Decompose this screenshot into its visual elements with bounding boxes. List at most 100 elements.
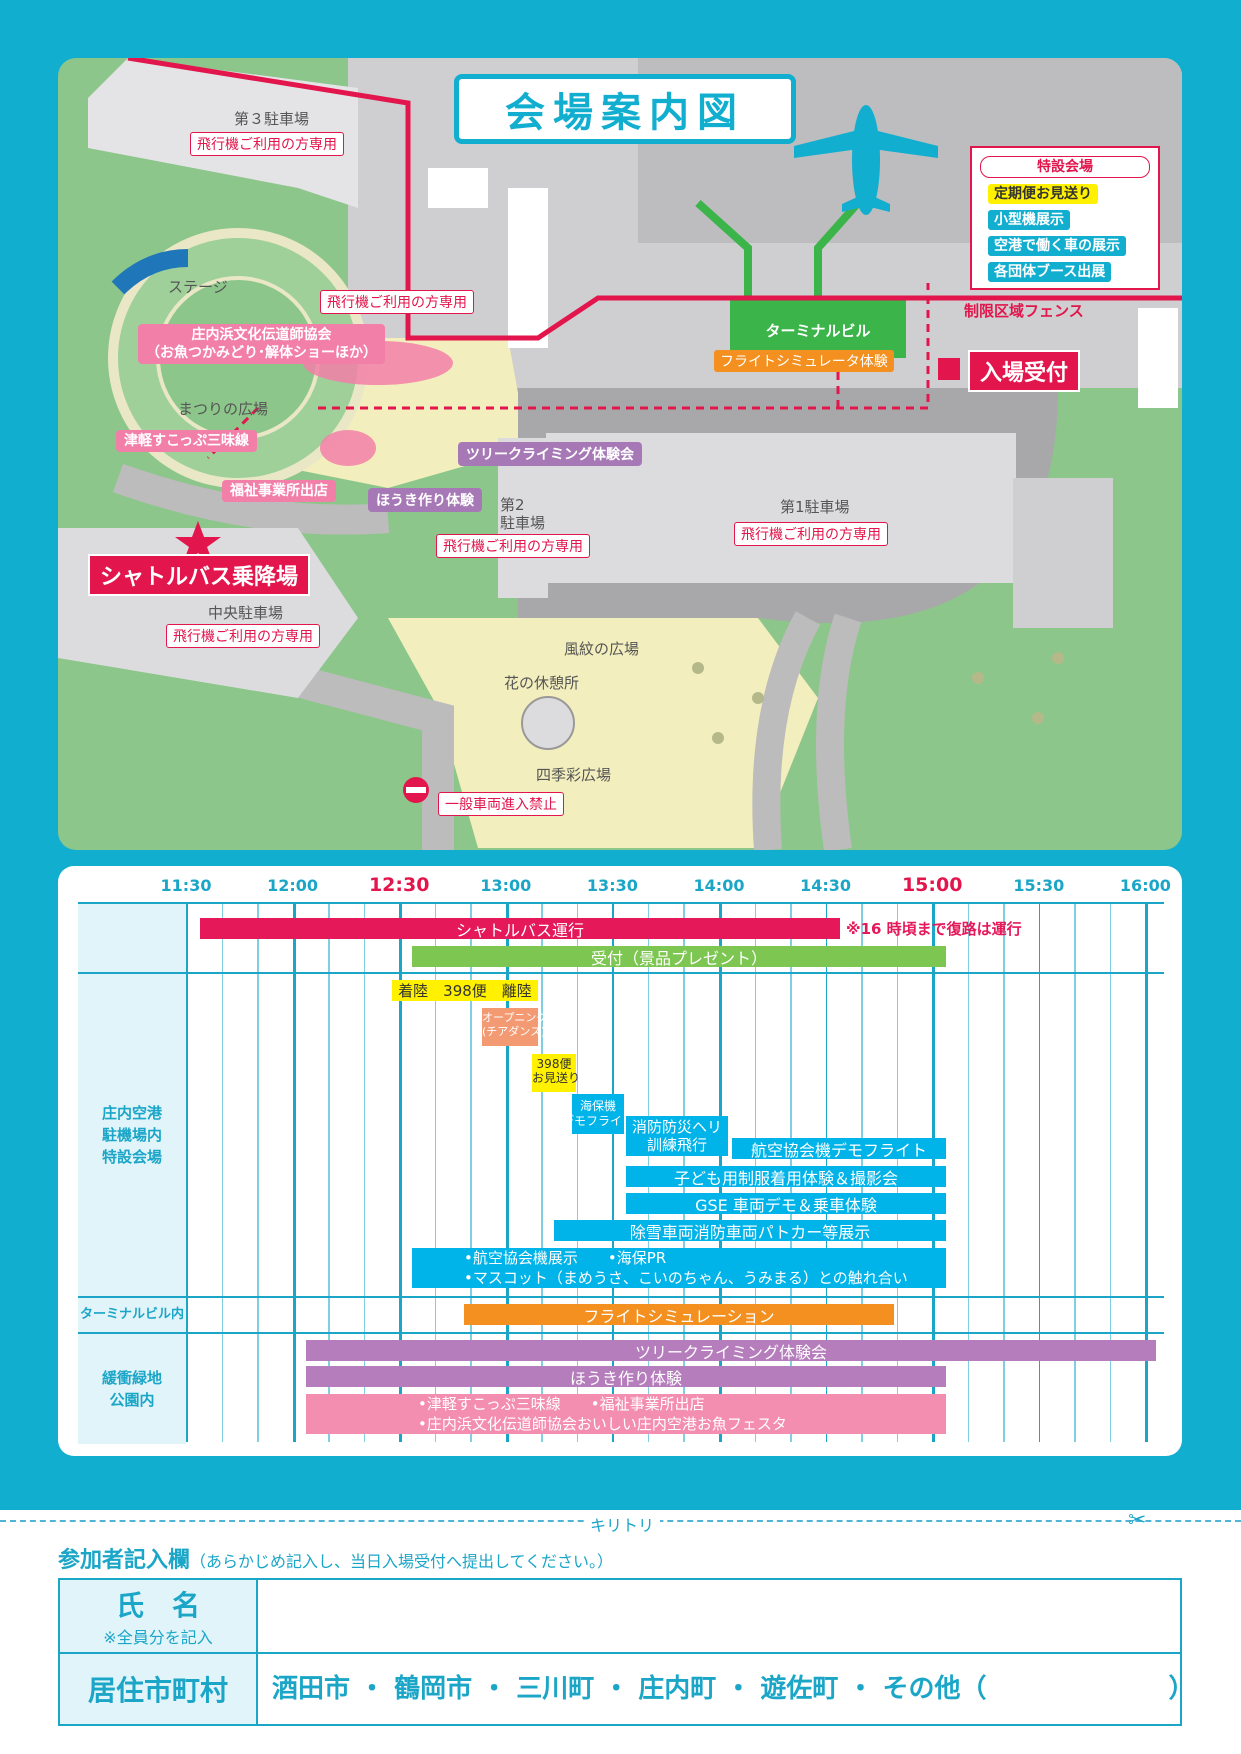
snow-vehicle-bar: 除雪車両消防車両パトカー等展示 [554, 1220, 946, 1242]
flight-sim-label: フライトシミュレータ体験 [714, 350, 894, 372]
entry-reception-label: 入場受付 [968, 350, 1081, 392]
central-parking-label: 中央駐車場 [208, 604, 284, 622]
time-tick-label: 14:30 [800, 876, 852, 895]
park-event-line: •庄内浜文化伝道師協会おいしい庄内空港お魚フェスタ [418, 1415, 787, 1433]
fence-label: 制限区域フェンス [964, 302, 1084, 320]
fukushi-label: 福祉事業所出店 [222, 480, 336, 502]
houki-label: ほうき作り体験 [368, 488, 482, 512]
time-tick-label: 15:30 [1013, 876, 1065, 895]
form-title-note: （あらかじめ記入し、当日入場受付へ提出してください。） [190, 1552, 614, 1571]
time-tick-label: 12:30 [368, 874, 430, 896]
time-subgridline [363, 902, 366, 1442]
terminal-label: ターミナルビル [765, 322, 871, 340]
time-gridline [612, 902, 614, 1442]
tree-climbing-bar: ツリークライミング体験会 [306, 1340, 1156, 1362]
time-tick-label: 14:00 [693, 876, 745, 895]
kids-uniform-bar: 子ども用制服着用体験＆撮影会 [626, 1166, 946, 1188]
time-subgridline [1003, 902, 1005, 1442]
legend-item: 定期便お見送り [988, 184, 1098, 204]
matsuri-plaza-label: まつりの広場 [178, 400, 269, 418]
hana-rest-label: 花の休憩所 [504, 674, 580, 692]
map-title: 会場案内図 [454, 74, 796, 144]
aviation-demo-bar: 航空協会機デモフライト [732, 1138, 946, 1160]
section-special-venue: 庄内空港 駐機場内 特設会場 [78, 974, 186, 1296]
seeoff-bar: 398便 お見送り [532, 1054, 580, 1092]
parking2-note: 飛行機ご利用の方専用 [436, 534, 590, 558]
time-subgridline [434, 902, 437, 1442]
time-subgridline [576, 902, 579, 1442]
central-parking-note: 飛行機ご利用の方専用 [166, 624, 320, 648]
residence-label: 居住市町村 [87, 1674, 228, 1707]
reception-bar: 受付（景品プレゼント） [412, 946, 946, 968]
tsugaru-label: 津軽すこっぷ三味線 [116, 430, 258, 452]
exhibit-bar: •航空協会機展示 •海保PR •マスコット（まめうさ、こいのちゃん、うみまる）と… [412, 1248, 946, 1288]
houki-bar: ほうき作り体験 [306, 1366, 946, 1388]
time-subgridline [257, 902, 259, 1442]
time-gridline [1038, 902, 1041, 1442]
exhibit-line: •航空協会機展示 •海保PR [464, 1249, 667, 1267]
parking2-label: 第2 駐車場 [500, 496, 546, 532]
time-subgridline [1074, 902, 1076, 1442]
legend-header: 特設会場 [980, 156, 1150, 178]
park-events-bar: •津軽すこっぷ三味線 •福祉事業所出店 •庄内浜文化伝道師協会おいしい庄内空港お… [306, 1394, 946, 1434]
exhibit-line: •マスコット（まめうさ、こいのちゃん、うみまる）との触れ合い [464, 1269, 908, 1287]
parking1-note: 飛行機ご利用の方専用 [734, 522, 888, 546]
shuttle-bus-bar: シャトルバス運行 [200, 918, 840, 940]
time-subgridline [967, 902, 970, 1442]
form-title-text: 参加者記入欄 [58, 1548, 191, 1573]
time-subgridline [328, 902, 330, 1442]
stage-label: ステージ [168, 278, 228, 296]
name-field[interactable] [258, 1580, 1180, 1652]
form-row-divider [60, 1652, 1180, 1654]
cut-label: キリトリ [584, 1512, 661, 1536]
legend-item: 各団体ブース出展 [988, 262, 1112, 282]
special-venue-legend: 特設会場 定期便お見送り 小型機展示 空港で働く車の展示 各団体ブース出展 [970, 146, 1160, 290]
name-header: 氏 名 ※全員分を記入 [60, 1580, 258, 1652]
time-gridline [505, 902, 509, 1442]
parking3-note: 飛行機ご利用の方専用 [190, 132, 344, 156]
time-tick-label: 13:30 [586, 876, 638, 895]
gse-demo-bar: GSE 車両デモ＆乗車体験 [626, 1193, 946, 1215]
time-gridline [1145, 902, 1149, 1442]
shuttle-note: ※16 時頃まで復路は運行 [846, 920, 1022, 938]
table-divider [78, 1332, 1164, 1334]
shuttle-stop-label: シャトルバス乗降場 [88, 554, 311, 596]
section-terminal: ターミナルビル内 [78, 1298, 186, 1332]
time-subgridline [541, 902, 543, 1442]
parking1-label: 第1駐車場 [780, 498, 850, 516]
flight-simulation-bar: フライトシミュレーション [464, 1304, 894, 1326]
parking3-label: 第３駐車場 [234, 110, 310, 128]
shonai-assoc-label: 庄内浜文化伝道師協会 （お魚つかみどり･解体ショーほか） [138, 324, 385, 364]
opening-bar: オープニング (チアダンス) [482, 1008, 547, 1046]
residence-header: 居住市町村 [60, 1654, 258, 1724]
table-divider [78, 1296, 1164, 1298]
time-tick-label: 11:30 [160, 876, 212, 895]
tree-climb-label: ツリークライミング体験会 [458, 442, 642, 466]
participant-form: 氏 名 ※全員分を記入 居住市町村 酒田市 ・ 鶴岡市 ・ 三川町 ・ 庄内町 … [58, 1578, 1195, 1726]
parking-upper-note: 飛行機ご利用の方専用 [320, 290, 474, 314]
time-gridline [186, 902, 188, 1442]
park-event-line: •津軽すこっぷ三味線 •福祉事業所出店 [418, 1395, 705, 1413]
time-subgridline [470, 902, 472, 1442]
no-entry-label: 一般車両進入禁止 [438, 792, 564, 816]
coastguard-demo-bar: 海保機 デモフライト [562, 1094, 634, 1134]
section-park: 緩衝緑地 公園内 [78, 1334, 186, 1444]
time-subgridline [1109, 902, 1112, 1442]
time-gridline [399, 902, 403, 1442]
fire-heli-bar: 消防防災ヘリ 訓練飛行 [626, 1116, 728, 1156]
legend-item: 空港で働く車の展示 [988, 236, 1126, 256]
time-tick-label: 12:00 [267, 876, 319, 895]
time-tick-label: 13:00 [480, 876, 532, 895]
residence-options[interactable]: 酒田市 ・ 鶴岡市 ・ 三川町 ・ 庄内町 ・ 遊佐町 ・ その他（ ） [272, 1674, 1195, 1704]
time-gridline [292, 902, 296, 1442]
shikisai-plaza-label: 四季彩広場 [536, 766, 612, 784]
name-note: ※全員分を記入 [103, 1628, 213, 1647]
venue-map: 会場案内図 第３駐車場 飛行機ご利用の方専用 飛行機ご利用の方専用 ステージ 庄… [58, 58, 1182, 850]
poster-frame: 会場案内図 第３駐車場 飛行機ご利用の方専用 飛行機ご利用の方専用 ステージ 庄… [0, 0, 1241, 1510]
flight-398-bar: 着陸 398便 離陸 [392, 980, 538, 1001]
fumon-plaza-label: 風紋の広場 [564, 640, 640, 658]
form-title: 参加者記入欄（あらかじめ記入し、当日入場受付へ提出してください。） [58, 1542, 613, 1574]
time-subgridline [221, 902, 224, 1442]
table-divider [78, 972, 1164, 974]
